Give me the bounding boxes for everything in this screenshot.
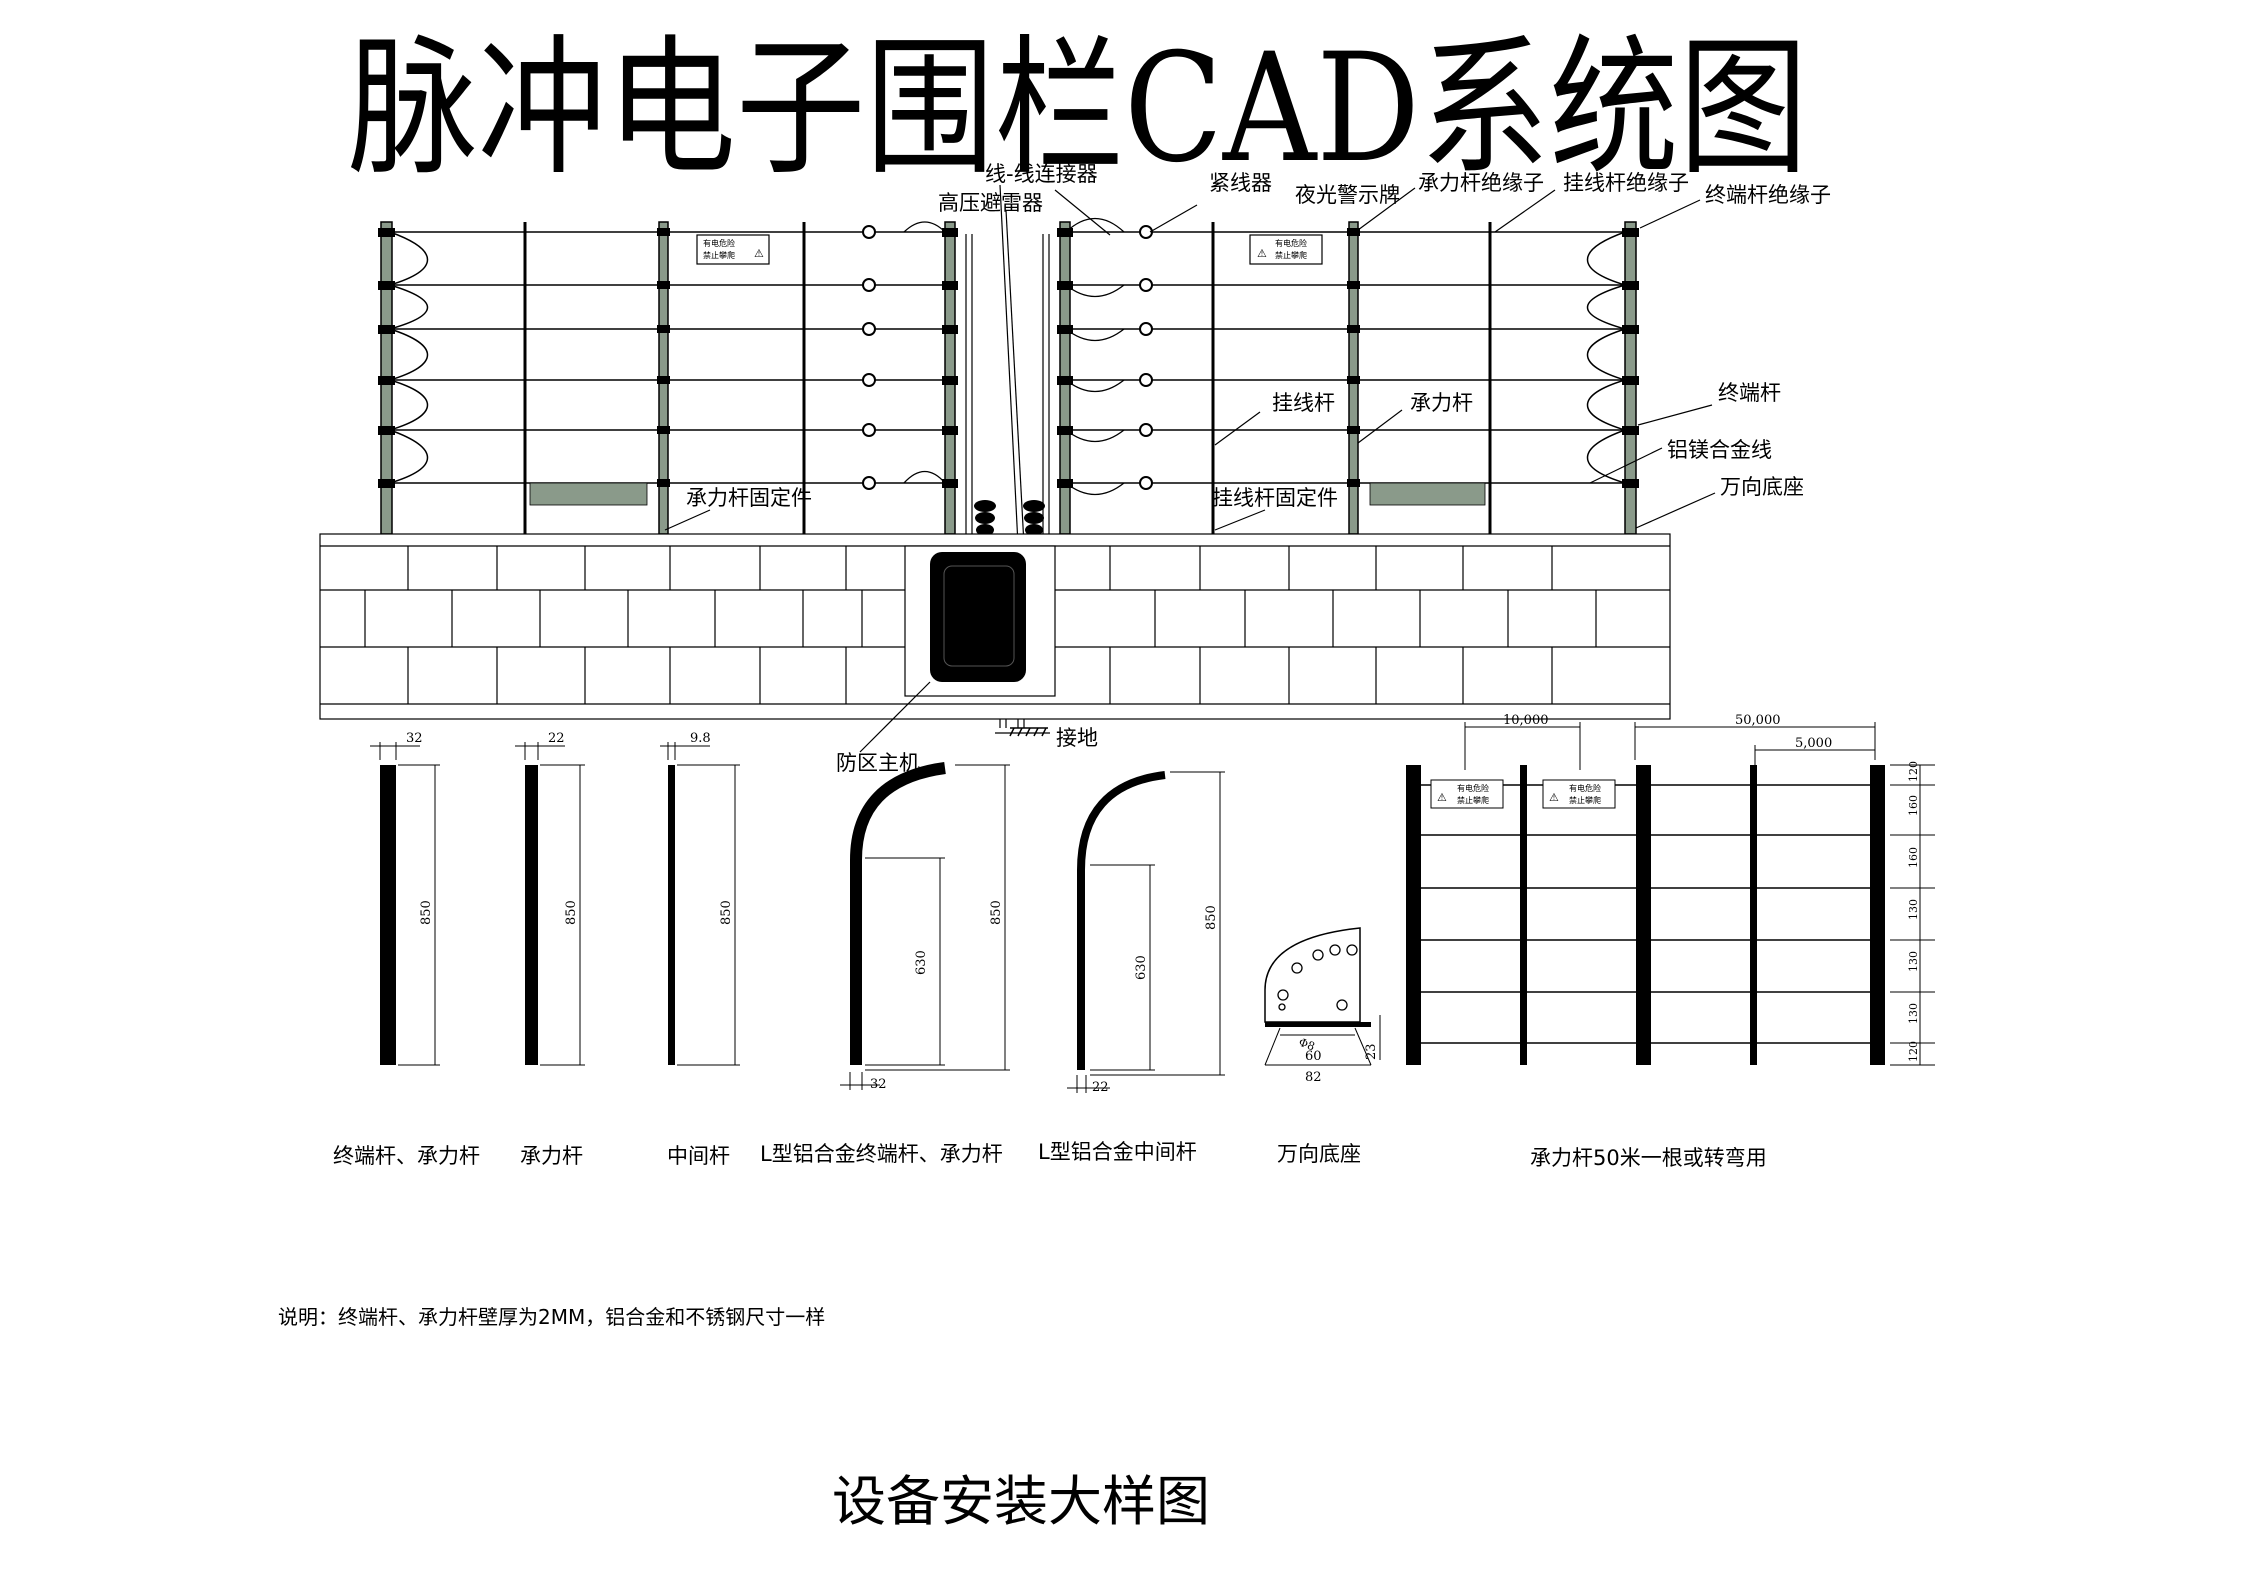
arrester-icon: [974, 500, 1045, 536]
end-post-right: [1622, 221, 1639, 535]
dim-space-5: 130: [1907, 951, 1920, 972]
dim-w22: 22: [548, 731, 565, 746]
label-strain-fixer: 承力杆固定件: [686, 486, 812, 510]
label-base: 万向底座: [1720, 475, 1804, 499]
dim-space-6: 130: [1907, 1003, 1920, 1024]
dim-h850: 850: [989, 900, 1004, 925]
dim-base-small: Φ8: [1297, 1036, 1317, 1054]
label-end-post: 终端杆: [1718, 381, 1781, 405]
label-strain-post: 承力杆: [1410, 391, 1473, 415]
detail-l-middle-post: 22 630 850: [1067, 771, 1225, 1095]
explanation-note: 说明：终端杆、承力杆壁厚为2MM，铝合金和不锈钢尺寸一样: [278, 1305, 825, 1329]
dim-h630: 630: [914, 950, 929, 975]
right-end-loops: [1586, 231, 1628, 484]
ground-symbol-icon: [1009, 727, 1048, 737]
warning-sign-right-line1: 有电危险: [1275, 238, 1307, 248]
dim-h850: 850: [419, 900, 434, 925]
warning-triangle-icon: ⚠: [754, 247, 764, 260]
label-hang-insulator: 挂线杆绝缘子: [1563, 171, 1689, 195]
dim-space-7: 120: [1907, 1041, 1920, 1062]
fence-elevation: 有电危险 禁止攀爬 ⚠ 有电危险 禁止攀爬 ⚠: [319, 162, 1831, 775]
warning-triangle-icon: ⚠: [1549, 791, 1559, 804]
detail-sign-1-line2: 禁止攀爬: [1457, 795, 1489, 805]
label-end-insulator: 终端杆绝缘子: [1705, 183, 1831, 207]
label-hang-fixer: 挂线杆固定件: [1212, 486, 1338, 510]
detail-sign-2-line1: 有电危险: [1569, 783, 1601, 793]
strain-post-right: [1347, 221, 1360, 535]
dim-h850: 850: [564, 900, 579, 925]
detail-l-end-post: 32 630 850: [840, 762, 1010, 1092]
dim-span-5000: 5,000: [1795, 736, 1832, 751]
warning-sign-left-line2: 禁止攀爬: [703, 250, 735, 260]
label-sign: 夜光警示牌: [1295, 183, 1400, 207]
dim-span-10000: 10,000: [1503, 713, 1549, 728]
leader-lines: [664, 187, 1716, 753]
label-arrester: 高压避雷器: [938, 191, 1043, 215]
end-post-host-left: [942, 221, 958, 535]
dim-w32: 32: [406, 731, 423, 746]
detail-universal-base: Φ8 60 82 23: [1264, 927, 1381, 1085]
connector-arcs: [903, 218, 1125, 496]
label-tensioner: 紧线器: [1209, 171, 1272, 195]
label-strain-insulator: 承力杆绝缘子: [1418, 171, 1544, 195]
end-post-host-right: [1057, 221, 1073, 535]
detail-50m-section: 有电危险 禁止攀爬 ⚠ 有电危险 禁止攀爬 ⚠ 10,000: [1406, 713, 1935, 1066]
dim-space-4: 130: [1907, 899, 1920, 920]
dim-h850: 850: [1204, 905, 1219, 930]
label-connector: 线-线连接器: [985, 162, 1098, 186]
dim-w9-8: 9.8: [690, 731, 711, 746]
drawing-subtitle: 设备安装大样图: [832, 1470, 1210, 1533]
dim-space-1: 120: [1907, 761, 1920, 782]
label-host: 防区主机: [836, 751, 920, 775]
caption-l-middle-post: L型铝合金中间杆: [1038, 1140, 1197, 1164]
dim-space-3: 160: [1907, 847, 1920, 868]
warning-sign-right: 有电危险 禁止攀爬 ⚠: [1249, 234, 1323, 265]
warning-triangle-icon: ⚠: [1437, 791, 1447, 804]
fixer-plate-left: [529, 482, 648, 506]
dim-w32: 32: [870, 1077, 887, 1092]
detail-sign-1-line1: 有电危险: [1457, 783, 1489, 793]
caption-universal-base: 万向底座: [1277, 1142, 1361, 1166]
warning-triangle-icon: ⚠: [1257, 247, 1267, 260]
label-ground: 接地: [1056, 726, 1098, 750]
detail-sign-1: 有电危险 禁止攀爬 ⚠: [1430, 779, 1504, 809]
dim-space-2: 160: [1907, 795, 1920, 816]
tensioners: [862, 225, 1153, 490]
detail-sign-2-line2: 禁止攀爬: [1569, 795, 1601, 805]
drawing-title: 脉冲电子围栏CAD系统图: [348, 22, 1808, 196]
warning-sign-right-line2: 禁止攀爬: [1275, 250, 1307, 260]
dim-base-60: 60: [1305, 1049, 1322, 1064]
dim-h630: 630: [1134, 955, 1149, 980]
fixer-plate-right: [1369, 482, 1486, 506]
caption-l-end-post: L型铝合金终端杆、承力杆: [760, 1142, 1003, 1166]
caption-end-strain-post: 终端杆、承力杆: [333, 1144, 480, 1168]
caption-middle-post: 中间杆: [667, 1144, 730, 1168]
fence-wires: [385, 231, 1630, 484]
warning-sign-left: 有电危险 禁止攀爬 ⚠: [696, 234, 770, 265]
detail-end-strain-post: 32 850: [370, 731, 440, 1066]
dim-base-82: 82: [1305, 1070, 1322, 1085]
host-box: [930, 552, 1026, 682]
strain-post-left: [657, 221, 670, 535]
detail-sign-2: 有电危险 禁止攀爬 ⚠: [1542, 779, 1616, 809]
detail-strain-post: 22 850: [515, 731, 585, 1066]
dim-h850: 850: [719, 900, 734, 925]
caption-strain-post: 承力杆: [520, 1144, 583, 1168]
label-hang-post: 挂线杆: [1272, 391, 1335, 415]
dim-w22: 22: [1092, 1080, 1109, 1095]
caption-50m-section: 承力杆50米一根或转弯用: [1530, 1146, 1767, 1170]
dim-span-50000: 50,000: [1735, 713, 1781, 728]
detail-drawings: 32 850 22 850 9.8 850: [333, 713, 1935, 1170]
left-end-loops: [387, 231, 429, 484]
dim-base-23: 23: [1364, 1043, 1379, 1060]
label-alloy-wire: 铝镁合金线: [1667, 438, 1772, 462]
end-post-left: [378, 221, 395, 535]
host-box-inner: [943, 565, 1015, 667]
detail-middle-post: 9.8 850: [660, 731, 740, 1066]
warning-sign-left-line1: 有电危险: [703, 238, 735, 248]
